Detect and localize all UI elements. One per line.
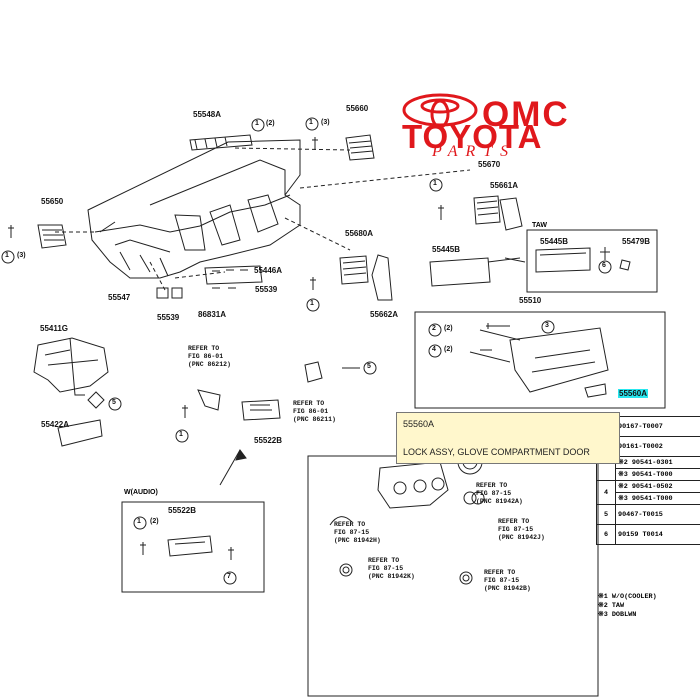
part-label-55411G[interactable]: 55411G	[40, 324, 69, 333]
part-label-55660[interactable]: 55660	[346, 104, 369, 113]
table-cell-part[interactable]: 90167-T0007	[615, 416, 700, 437]
footnote: ※3 DOBLWN	[598, 611, 637, 619]
tooltip-part-code: 55560A	[403, 419, 435, 429]
fastener-table: 90167-T0007 90161-T0002 ※2 90541-0301 ※3…	[596, 416, 700, 545]
callout-1: 1	[309, 119, 313, 126]
part-label-86831A[interactable]: 86831A	[198, 310, 227, 319]
part-label-55680A[interactable]: 55680A	[345, 229, 374, 238]
callout-4: 4	[432, 346, 436, 353]
vent-center	[339, 255, 369, 285]
callout-6: 6	[602, 262, 606, 269]
part-label-55422A[interactable]: 55422A	[41, 420, 70, 429]
part-tooltip: 55560A LOCK ASSY, GLOVE COMPARTMENT DOOR	[396, 412, 620, 464]
glove-box-inset-box	[414, 311, 666, 409]
part-label-55522B-audio[interactable]: 55522B	[168, 506, 197, 515]
callout-5: 5	[112, 399, 116, 406]
table-cell-part[interactable]: ※3 90541-T000	[615, 492, 700, 505]
callout-5: 5	[367, 363, 371, 370]
callout-qty: (2)	[444, 325, 453, 332]
callout-1: 1	[137, 518, 141, 525]
callout-1: 1	[310, 300, 314, 307]
part-label-55446A[interactable]: 55446A	[254, 266, 283, 275]
part-label-55560A-highlighted[interactable]: 55560A	[618, 389, 649, 398]
callout-1: 1	[179, 431, 183, 438]
footnote: ※1 W/O(COOLER)	[598, 593, 657, 601]
center-console-panel	[429, 257, 491, 287]
part-label-55445B[interactable]: 55445B	[432, 245, 461, 254]
callout-1: 1	[5, 252, 9, 259]
logo-parts-text: PARTS	[432, 143, 517, 160]
part-label-55522B[interactable]: 55522B	[254, 436, 283, 445]
table-row: 6 90159 T0014	[596, 524, 700, 545]
vent-trim	[499, 197, 523, 231]
table-cell-num: 6	[596, 524, 616, 545]
callout-qty: (2)	[444, 346, 453, 353]
footnotes: ※1 W/O(COOLER) ※2 TAW ※3 DOBLWN	[598, 593, 657, 620]
table-cell-part[interactable]: 90161-T0002	[615, 436, 700, 457]
callout-qty: (2)	[150, 518, 159, 525]
vent-left	[37, 224, 67, 249]
table-cell-part[interactable]: ※2 90541-0301	[615, 456, 700, 469]
part-label-55539-b[interactable]: 55539	[157, 313, 180, 322]
logo-toyota-text: TOYOTA	[402, 118, 543, 155]
callout-2: 2	[432, 325, 436, 332]
table-cell-num: 5	[596, 504, 616, 525]
part-label-55662A[interactable]: 55662A	[370, 310, 399, 319]
table-row: 4 ※2 90541-0502	[596, 480, 700, 505]
tooltip-part-description: LOCK ASSY, GLOVE COMPARTMENT DOOR	[403, 447, 590, 457]
logo-omc-text: OMC	[482, 95, 570, 134]
glove-compartment	[509, 327, 609, 393]
callout-qty: (2)	[266, 120, 275, 127]
table-cell-part[interactable]: ※2 90541-0502	[615, 480, 700, 493]
part-label-55479B[interactable]: 55479B	[622, 237, 651, 246]
table-cell-part[interactable]: ※3 90541-T000	[615, 468, 700, 481]
footnote: ※2 TAW	[598, 602, 625, 610]
callout-1: 1	[255, 120, 259, 127]
callout-3: 3	[545, 322, 549, 329]
part-label-55547[interactable]: 55547	[108, 293, 131, 302]
part-label-55670[interactable]: 55670	[478, 160, 501, 169]
table-cell-part[interactable]: 90467-T0015	[615, 504, 700, 525]
part-label-55548A[interactable]: 55548A	[193, 110, 222, 119]
callout-qty: (3)	[321, 119, 330, 126]
table-cell-part[interactable]: 90159 T0014	[615, 524, 700, 545]
callout-7: 7	[227, 573, 231, 580]
callout-qty: (3)	[17, 252, 26, 259]
instrument-panel-body	[87, 139, 301, 279]
w-audio-inset-box	[121, 501, 265, 593]
cluster-hood	[33, 337, 109, 393]
table-row: 5 90467-T0015	[596, 504, 700, 525]
section-label-w-audio: W(AUDIO)	[124, 489, 158, 496]
lower-section-box	[307, 455, 599, 697]
section-label-taw: TAW	[532, 222, 548, 229]
vent-center-top	[345, 134, 375, 161]
taw-inset-box	[526, 229, 658, 293]
table-cell-num: 4	[596, 480, 616, 505]
callout-1: 1	[433, 180, 437, 187]
part-label-55445B-taw[interactable]: 55445B	[540, 237, 569, 246]
vent-right	[473, 195, 501, 225]
part-label-55650[interactable]: 55650	[41, 197, 64, 206]
part-label-55539-a[interactable]: 55539	[255, 285, 278, 294]
part-label-55510[interactable]: 55510	[519, 296, 542, 305]
part-label-55661A[interactable]: 55661A	[490, 181, 519, 190]
